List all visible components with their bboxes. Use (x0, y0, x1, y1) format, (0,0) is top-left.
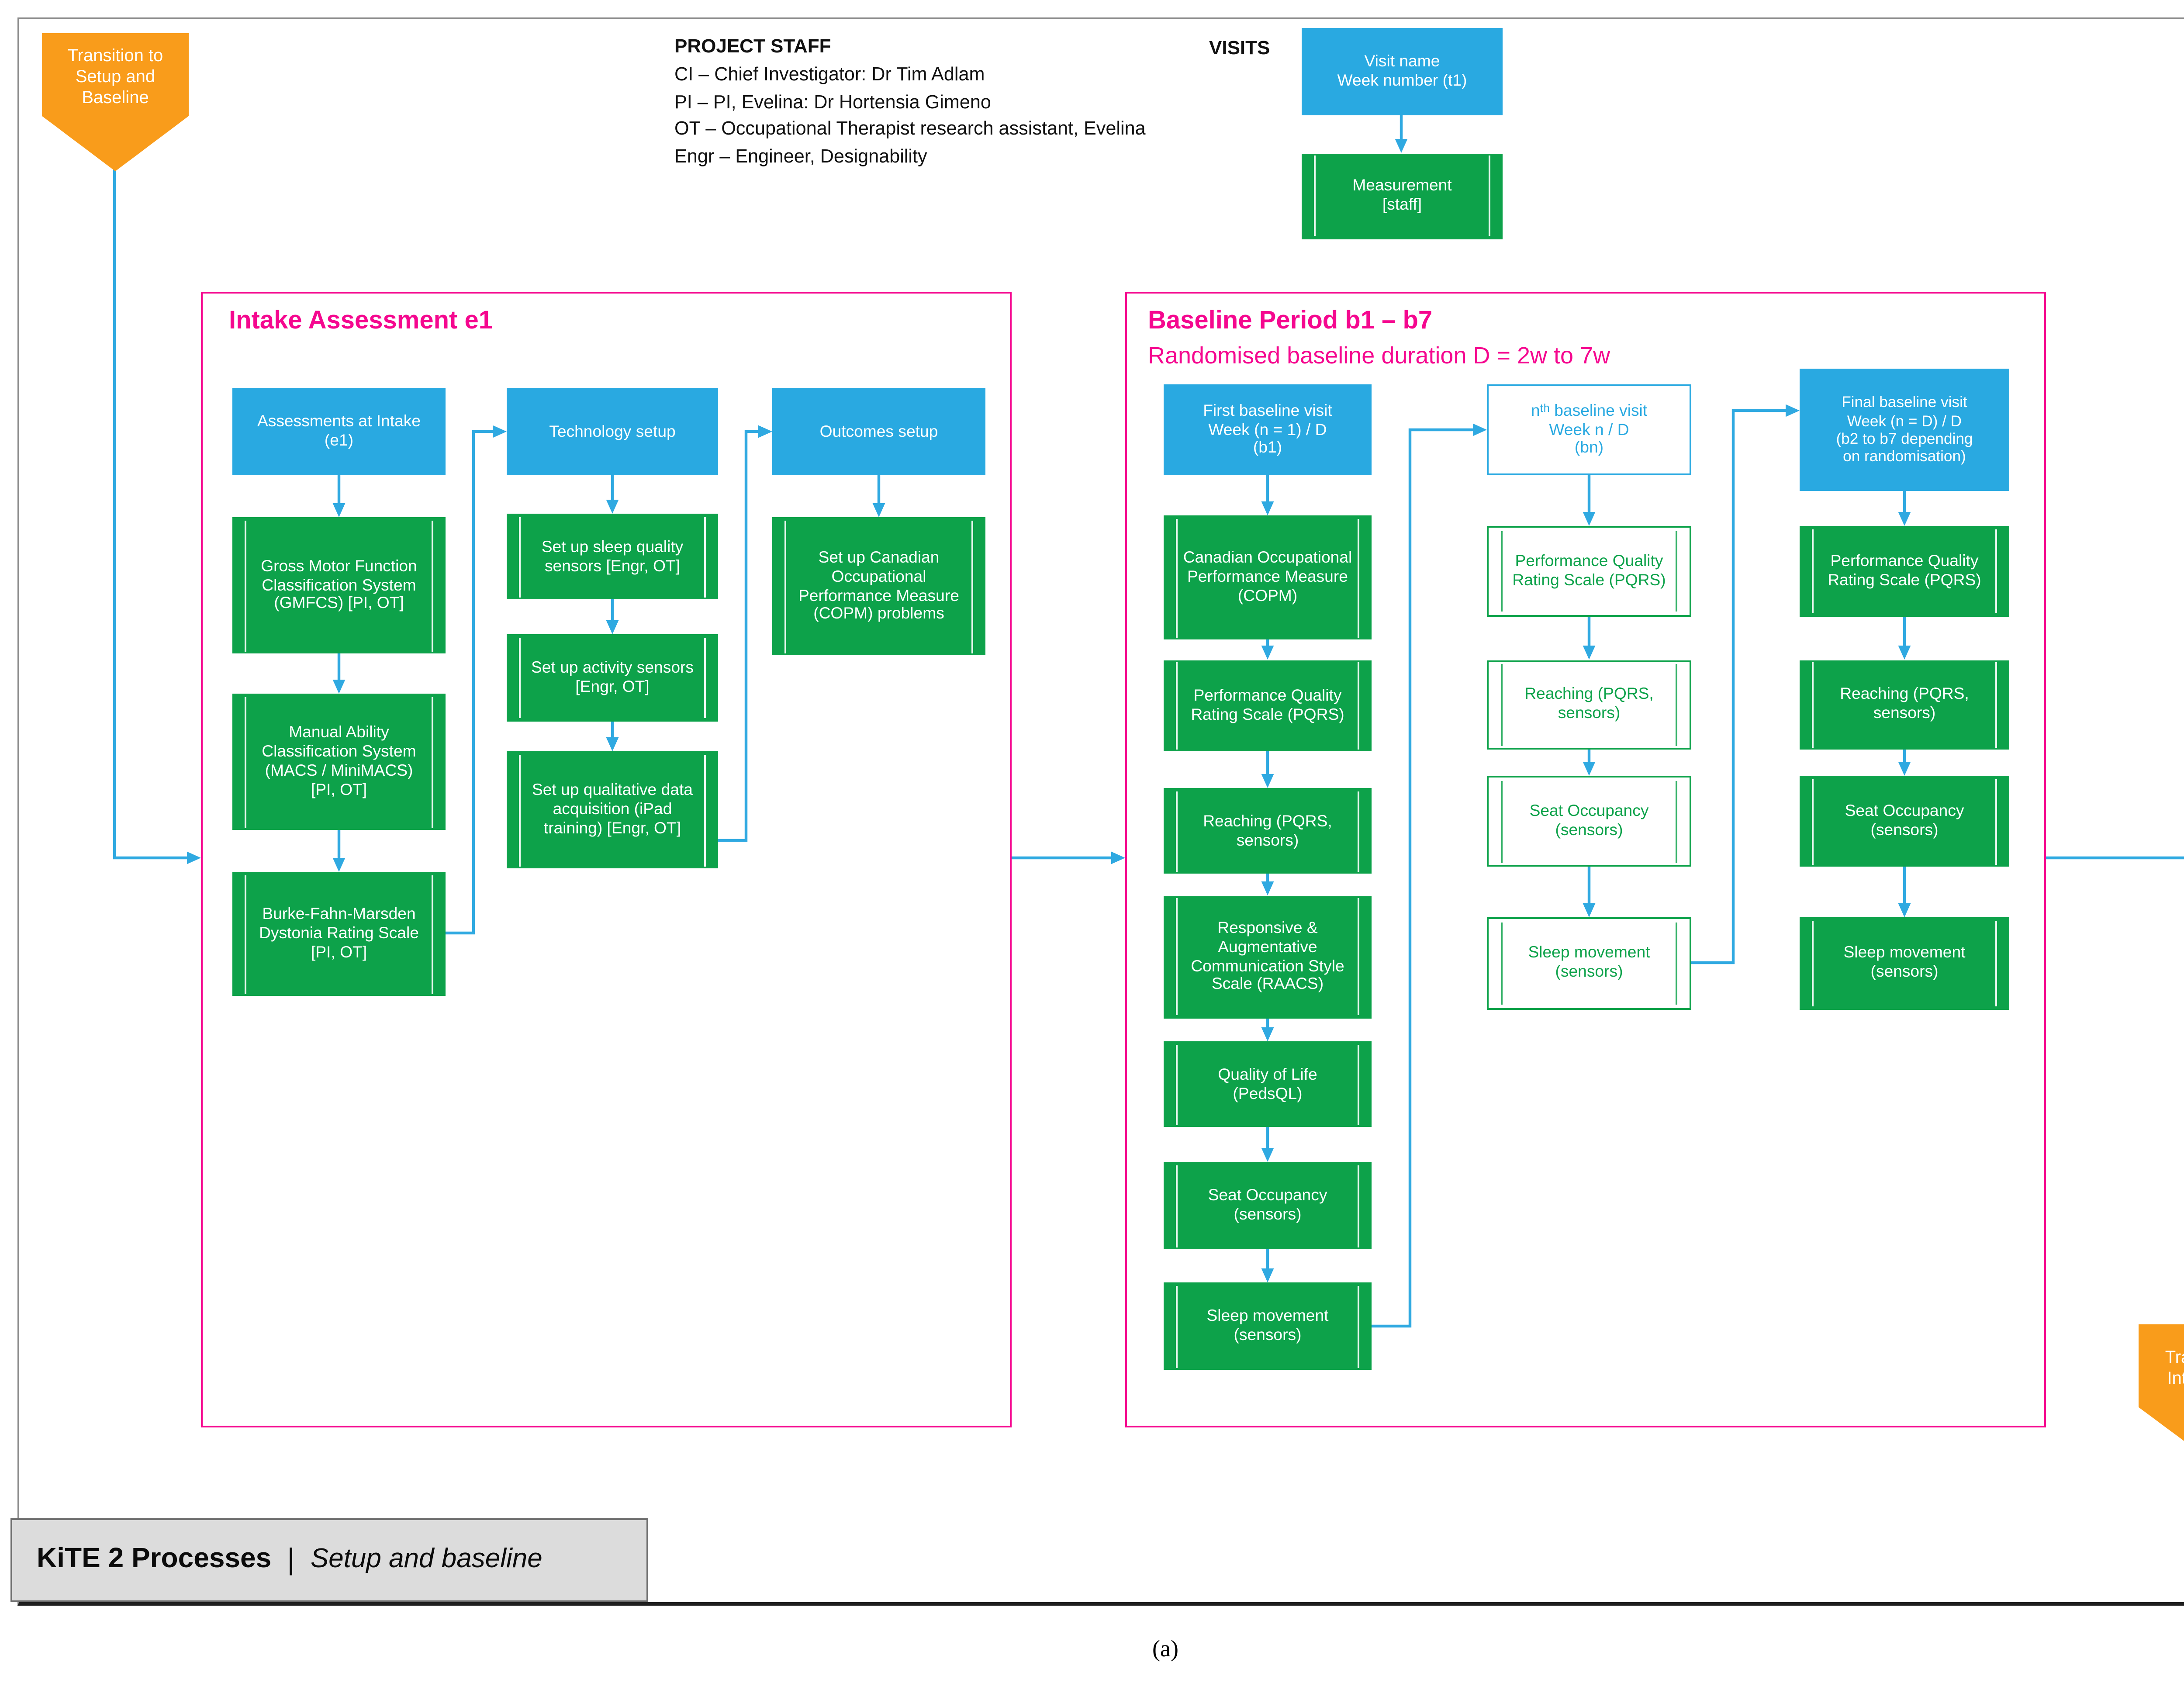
title-divider: | (287, 1543, 295, 1576)
flow-node-bn-pqrs: Performance Quality Rating Scale (PQRS) (1487, 526, 1691, 616)
flow-node-final-sleep-movement: Sleep movement (sensors) (1800, 917, 2009, 1009)
flow-node-first-baseline-visit: First baseline visit Week (n = 1) / D (b… (1164, 384, 1372, 475)
start-label-line: Transition to (67, 47, 163, 66)
flow-node-b1-copm: Canadian Occupational Performance Measur… (1164, 515, 1372, 639)
flow-node-qualitative-data-setup: Set up qualitative data acquisition (iPa… (507, 751, 718, 868)
flow-node-final-seat-occupancy: Seat Occupancy (sensors) (1800, 776, 2009, 867)
flow-node-gmfcs: Gross Motor Function Classification Syst… (232, 517, 446, 653)
flow-node-final-baseline-visit: Final baseline visit Week (n = D) / D (b… (1800, 369, 2009, 491)
flow-node-sleep-sensors-setup: Set up sleep quality sensors [Engr, OT] (507, 514, 718, 599)
key-visit-line: Visit name (1364, 52, 1440, 70)
figure-title: KiTE 2 Processes (37, 1545, 272, 1574)
key-measurement-line: [staff] (1382, 196, 1422, 213)
figure-subtitle: Setup and baseline (310, 1545, 543, 1574)
key-visit-line: Week number (t1) (1337, 72, 1467, 89)
header-line: (b1) (1253, 439, 1282, 457)
header-line: (b2 to b7 depending (1836, 430, 1973, 447)
key-measurement-line: Measurement (1352, 176, 1452, 194)
flow-node-final-reaching: Reaching (PQRS, sensors) (1800, 660, 2009, 750)
intake-assessment-group (201, 292, 1012, 1427)
flow-node-nth-baseline-visit: nᵗʰ baseline visit Week n / D (bn) (1487, 384, 1691, 475)
flow-node-b1-pedsql: Quality of Life (PedsQL) (1164, 1041, 1372, 1127)
flow-node-technology-setup: Technology setup (507, 388, 718, 475)
figure-caption: (a) (1152, 1635, 1178, 1662)
header-line: Week (n = 1) / D (1208, 420, 1327, 438)
end-label-line: Transition to (2165, 1349, 2184, 1368)
flow-node-b1-sleep-movement: Sleep movement (sensors) (1164, 1282, 1372, 1370)
legend-line: CI – Chief Investigator: Dr Tim Adlam (674, 64, 985, 86)
flow-node-final-pqrs: Performance Quality Rating Scale (PQRS) (1800, 526, 2009, 616)
header-line: (bn) (1574, 439, 1604, 457)
flow-node-bfm-dystonia: Burke-Fahn-Marsden Dystonia Rating Scale… (232, 872, 446, 996)
project-staff-legend: PROJECT STAFF CI – Chief Investigator: D… (674, 35, 1146, 173)
flow-node-macs: Manual Ability Classification System (MA… (232, 694, 446, 830)
flow-node-copm-problems-setup: Set up Canadian Occupational Performance… (772, 517, 985, 655)
legend-title: PROJECT STAFF (674, 37, 831, 58)
header-line: Week n / D (1549, 420, 1629, 438)
header-line: nᵗʰ baseline visit (1531, 401, 1648, 419)
visits-legend-title: VISITS (1209, 38, 1270, 59)
start-label-line: Setup and (75, 68, 156, 87)
flow-node-assessments-at-intake: Assessments at Intake (e1) (232, 388, 446, 475)
header-line: Final baseline visit (1842, 394, 1967, 411)
header-line: First baseline visit (1203, 401, 1332, 419)
flow-node-bn-reaching: Reaching (PQRS, sensors) (1487, 660, 1691, 750)
flow-node-bn-seat-occupancy: Seat Occupancy (sensors) (1487, 776, 1691, 867)
baseline-group-subtitle: Randomised baseline duration D = 2w to 7… (1148, 342, 1610, 369)
flow-node-b1-reaching: Reaching (PQRS, sensors) (1164, 788, 1372, 874)
key-measurement-box: Measurement [staff] (1302, 153, 1503, 238)
figure-frame (17, 17, 2184, 1606)
intake-group-title: Intake Assessment e1 (229, 308, 493, 335)
baseline-period-group (1125, 292, 2046, 1427)
flow-node-b1-raacs: Responsive & Augmentative Communication … (1164, 895, 1372, 1018)
flow-node-activity-sensors-setup: Set up activity sensors [Engr, OT] (507, 634, 718, 721)
flow-node-outcomes-setup: Outcomes setup (772, 388, 985, 475)
end-label-line: Intervention (2167, 1370, 2184, 1389)
key-visit-box: Visit name Week number (t1) (1302, 28, 1503, 115)
flow-node-b1-seat-occupancy: Seat Occupancy (sensors) (1164, 1162, 1372, 1249)
legend-line: OT – Occupational Therapist research ass… (674, 119, 1146, 141)
header-line: on randomisation) (1843, 448, 1966, 466)
baseline-group-title: Baseline Period b1 – b7 (1148, 308, 1433, 335)
start-label-line: Baseline (82, 89, 149, 108)
legend-line: Engr – Engineer, Designability (674, 147, 927, 168)
legend-line: PI – PI, Evelina: Dr Hortensia Gimeno (674, 92, 991, 113)
header-line: Week (n = D) / D (1847, 411, 1962, 429)
flow-node-b1-pqrs: Performance Quality Rating Scale (PQRS) (1164, 660, 1372, 751)
figure-title-bar: KiTE 2 Processes | Setup and baseline (10, 1518, 648, 1602)
flow-node-bn-sleep-movement: Sleep movement (sensors) (1487, 917, 1691, 1009)
